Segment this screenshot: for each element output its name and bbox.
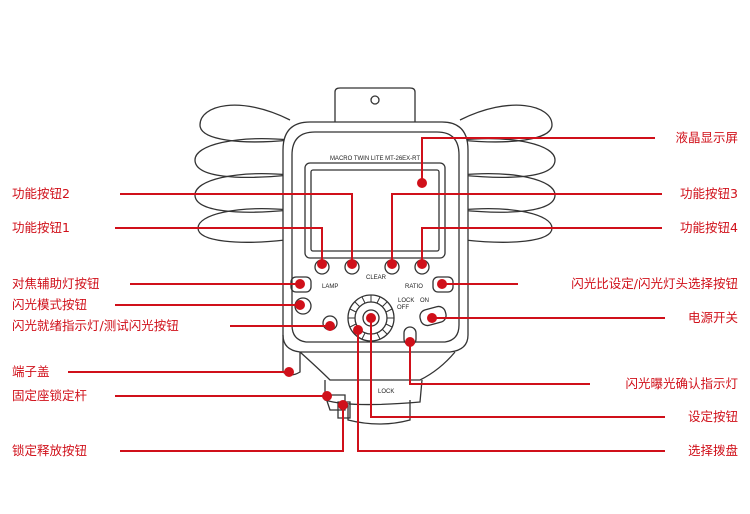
- callout-dot: [366, 313, 376, 323]
- on-text: ON: [420, 298, 429, 304]
- callout-line: [115, 227, 323, 264]
- lock-switch-text: LOCK: [398, 298, 414, 304]
- callout-dots: [284, 178, 447, 410]
- callout-dot: [437, 279, 447, 289]
- callout-line: [421, 227, 662, 264]
- callout-dot: [417, 259, 427, 269]
- callout-dot: [338, 400, 348, 410]
- label-ratio-head-select-button: 闪光比设定/闪光灯头选择按钮: [571, 276, 738, 291]
- callout-lines: [68, 137, 665, 452]
- callout-line: [370, 318, 665, 418]
- label-lcd-panel: 液晶显示屏: [675, 130, 738, 145]
- foot-lock-text: LOCK: [378, 389, 394, 395]
- callout-dot: [417, 178, 427, 188]
- power-switch: [419, 305, 447, 327]
- mounting-foot: [324, 379, 423, 406]
- lcd-frame: [304, 162, 446, 259]
- callout-line: [409, 342, 590, 385]
- callout-dot: [322, 391, 332, 401]
- label-terminal-cover: 端子盖: [12, 364, 50, 379]
- off-text: OFF: [397, 305, 409, 311]
- label-power-switch: 电源开关: [687, 310, 738, 325]
- callout-dot: [325, 321, 335, 331]
- label-set-button: 设定按钮: [687, 409, 738, 424]
- label-flash-mode-button: 闪光模式按钮: [12, 297, 88, 312]
- label-fe-confirm-lamp: 闪光曝光确认指示灯: [625, 376, 738, 391]
- callout-dot: [427, 313, 437, 323]
- callout-line: [391, 193, 662, 264]
- label-af-assist-button: 对焦辅助灯按钮: [12, 276, 100, 291]
- foot-base: [347, 400, 411, 425]
- mount-bracket: [334, 87, 416, 130]
- callout-dot: [405, 337, 415, 347]
- callout-dot: [317, 259, 327, 269]
- lcd-screen: [310, 169, 440, 252]
- label-function-button-3: 功能按钮3: [680, 186, 738, 201]
- clear-text: CLEAR: [366, 275, 387, 281]
- label-select-dial: 选择拨盘: [687, 443, 738, 458]
- label-function-button-2: 功能按钮2: [12, 186, 70, 201]
- label-mount-lock-lever: 固定座锁定杆: [12, 388, 88, 403]
- right-coil-arm: [459, 104, 556, 243]
- callout-line: [120, 405, 344, 452]
- callout-dot: [295, 300, 305, 310]
- callout-dot: [284, 367, 294, 377]
- label-lock-release-button: 锁定释放按钮: [12, 443, 88, 458]
- lamp-text: LAMP: [322, 284, 338, 290]
- callout-line: [120, 193, 353, 264]
- ratio-text: RATIO: [405, 284, 423, 290]
- callout-line: [421, 137, 655, 183]
- model-text: MACRO TWIN LITE MT-26EX-RT: [330, 156, 420, 162]
- left-coil-arm: [194, 104, 291, 243]
- callout-line: [357, 330, 665, 452]
- label-function-button-1: 功能按钮1: [12, 220, 70, 235]
- label-flash-ready-test-button: 闪光就绪指示灯/测试闪光按钮: [12, 318, 179, 333]
- body-inner-outline: [291, 131, 460, 343]
- lower-body: [299, 351, 456, 381]
- callout-dot: [347, 259, 357, 269]
- callout-dot: [353, 325, 363, 335]
- bracket-hole: [370, 95, 380, 105]
- label-function-button-4: 功能按钮4: [680, 220, 738, 235]
- callout-dot: [295, 279, 305, 289]
- mount-lock-lever: [324, 394, 346, 411]
- callout-dot: [387, 259, 397, 269]
